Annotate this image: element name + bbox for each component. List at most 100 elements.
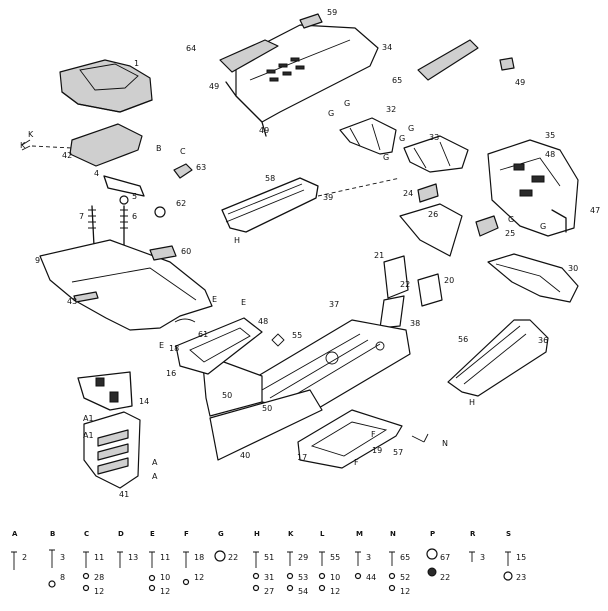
hardware-part-number: 13: [128, 553, 138, 562]
hardware-part-number: 65: [400, 553, 410, 562]
hardware-part-number: 11: [160, 553, 170, 562]
part-callout: G: [344, 99, 350, 108]
part-callout: 50: [262, 404, 272, 413]
frame-part: [201, 319, 411, 461]
hardware-part-number: 22: [228, 553, 238, 562]
dash-housing-part: [487, 139, 579, 237]
part-callout: G: [408, 124, 414, 133]
hood-part: [219, 13, 515, 137]
part-callout: 39: [323, 193, 333, 202]
console-part: [21, 123, 143, 167]
part-callout: 17: [297, 453, 307, 462]
hardware-key-letter: S: [506, 530, 511, 538]
part-callout: E: [159, 341, 164, 350]
hardware-part-number: 53: [298, 573, 308, 582]
part-callout: 22: [400, 280, 410, 289]
hardware-key-labels: A2B38C112812D13E111012F1812G22H513127K29…: [12, 530, 526, 596]
small-bracket-part: [399, 183, 499, 257]
part-callout: 48: [258, 317, 268, 326]
hardware-key-letter: A: [12, 530, 18, 538]
part-callout: A1: [83, 414, 94, 423]
part-callout: 64: [186, 44, 196, 53]
part-callout: A: [152, 458, 158, 467]
hardware-part-number: 44: [366, 573, 376, 582]
part-callout: 48: [545, 150, 555, 159]
part-callout: 24: [403, 189, 413, 198]
part-callout: 4: [94, 169, 99, 178]
hardware-part-number: 3: [366, 553, 371, 562]
part-callout: 56: [458, 335, 468, 344]
part-callout: 65: [392, 76, 402, 85]
bumper-part: [487, 253, 579, 303]
part-callout: 35: [545, 131, 555, 140]
hardware-row: [11, 548, 513, 592]
part-callout: G: [508, 215, 514, 224]
hardware-part-number: 12: [194, 573, 204, 582]
part-callout: 59: [327, 8, 337, 17]
part-callout: 1: [134, 59, 139, 68]
part-callout: 33: [429, 133, 439, 142]
hardware-part-number: 52: [400, 573, 410, 582]
part-callout: G: [540, 222, 546, 231]
hardware-part-number: 22: [440, 573, 450, 582]
part-callout: H: [234, 236, 240, 245]
part-callout: 49: [259, 126, 269, 135]
front-panel-part: [83, 411, 141, 489]
part-callout: 19: [372, 446, 382, 455]
seat-part: [59, 59, 153, 113]
part-callout: 37: [329, 300, 339, 309]
hardware-key-letter: M: [356, 530, 363, 538]
hardware-key-letter: R: [470, 530, 476, 538]
hardware-key-letter: B: [50, 530, 55, 538]
part-callout: 26: [428, 210, 438, 219]
part-callout: 38: [410, 319, 420, 328]
part-callout: A1: [83, 431, 94, 440]
part-callout: 20: [444, 276, 454, 285]
part-callout: 49: [515, 78, 525, 87]
part-callout: 30: [568, 264, 578, 273]
part-callout: 50: [222, 391, 232, 400]
part-callout: 16: [166, 369, 176, 378]
mount-bracket-part: [77, 371, 133, 411]
hardware-key-letter: F: [184, 530, 189, 538]
hardware-part-number: 23: [516, 573, 526, 582]
part-callout: F: [371, 430, 376, 439]
part-callout: 41: [119, 490, 129, 499]
mid-bracket-part: [379, 255, 443, 329]
hardware-key-letter: K: [288, 530, 294, 538]
part-callout: 34: [382, 43, 392, 52]
part-callout: 6: [132, 212, 137, 221]
hardware-part-number: 28: [94, 573, 104, 582]
hardware-part-number: 8: [60, 573, 65, 582]
hardware-part-number: 12: [400, 587, 410, 596]
part-callout: K: [20, 141, 26, 150]
part-callout: 47: [590, 206, 600, 215]
part-callout: H: [469, 398, 475, 407]
hardware-part-number: 2: [22, 553, 27, 562]
part-callout: 40: [240, 451, 250, 460]
hardware-part-number: 12: [330, 587, 340, 596]
part-callout: B: [156, 144, 162, 153]
part-callout: 36: [538, 336, 548, 345]
part-callout: 62: [176, 199, 186, 208]
part-callout: 58: [265, 174, 275, 183]
hardware-part-number: 12: [160, 587, 170, 596]
part-callout: F: [354, 458, 359, 467]
rail-part: [221, 177, 401, 233]
part-callout: 5: [132, 192, 137, 201]
part-callout: 9: [35, 256, 40, 265]
hardware-part-number: 12: [94, 587, 104, 596]
part-callout: 49: [209, 82, 219, 91]
part-callout: 43: [67, 297, 77, 306]
shaft-assembly: [88, 163, 193, 247]
part-callout: A: [152, 472, 158, 481]
hardware-part-number: 18: [194, 553, 204, 562]
part-callout: K: [28, 130, 34, 139]
hardware-key-letter: N: [390, 530, 396, 538]
part-callout: 57: [393, 448, 403, 457]
part-callout: G: [383, 153, 389, 162]
part-callout: 60: [181, 247, 191, 256]
part-callout: 55: [292, 331, 302, 340]
